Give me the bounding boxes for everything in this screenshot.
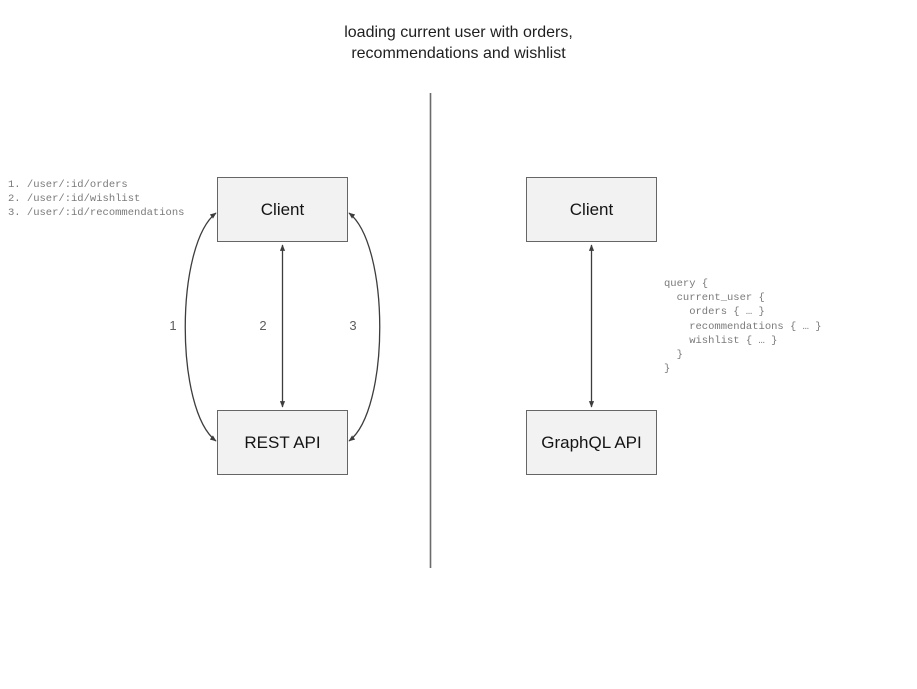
graphql-query-snippet: query { current_user { orders { … } reco…: [664, 278, 822, 376]
node-rest-client[interactable]: Client: [217, 177, 348, 242]
node-rest-client-label: Client: [260, 199, 305, 219]
node-rest-api-label: REST API: [244, 432, 321, 452]
node-graphql-client-label: Client: [569, 199, 614, 219]
connector-3-label: 3: [349, 318, 357, 333]
connector-3-path: [348, 212, 381, 442]
connector-1-label: 1: [169, 318, 177, 333]
page-title: loading current user with orders, recomm…: [344, 24, 573, 62]
node-rest-api[interactable]: REST API: [217, 410, 348, 475]
node-graphql-api[interactable]: GraphQL API: [526, 410, 657, 475]
node-graphql-client[interactable]: Client: [526, 177, 657, 242]
connector-2-label: 2: [259, 318, 267, 333]
node-graphql-api-label: GraphQL API: [541, 432, 642, 452]
rest-endpoints-list: 1. /user/:id/orders 2. /user/:id/wishlis…: [8, 179, 185, 220]
connector-1-path: [184, 212, 217, 442]
